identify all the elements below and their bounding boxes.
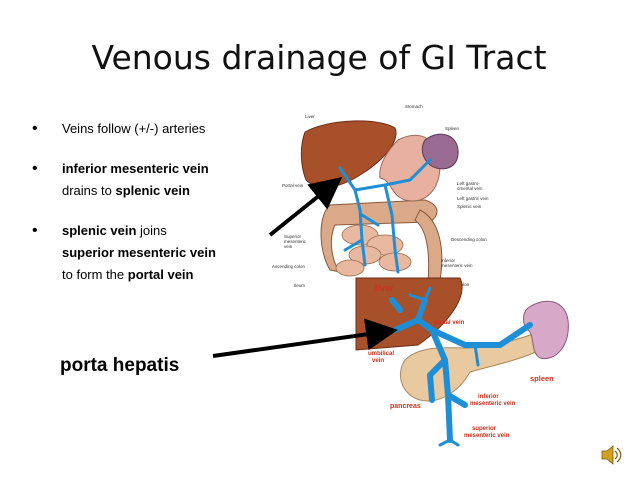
bullet-item: • inferior mesenteric vein drains to splen… <box>32 158 272 202</box>
spleen-bottom-shape <box>523 300 569 360</box>
small-intestine <box>335 224 412 277</box>
label-asc-colon: Ascending colon <box>272 264 306 269</box>
label-desc-colon: Descending colon <box>451 237 487 242</box>
gi-tract-diagram: Liver Stomach Spleen Portal vein Left ga… <box>272 104 489 288</box>
bullet-dot: • <box>32 160 38 177</box>
bullet-line: splenic vein joins <box>62 220 272 242</box>
bullet-bold-text: splenic vein <box>62 223 137 238</box>
bullet-text: to form the <box>62 267 128 282</box>
bullet-line: Veins follow (+/-) arteries <box>62 118 272 140</box>
label-portal-vein: Portal vein <box>282 183 304 188</box>
bullet-line: inferior mesenteric vein <box>62 158 272 180</box>
label-spleen: Spleen <box>445 126 460 131</box>
label-ileum: Ileum <box>294 283 305 288</box>
bullet-bold-text: superior mesenteric vein <box>62 245 216 260</box>
bullet-text: joins <box>136 223 167 238</box>
bullet-dot: • <box>32 120 38 137</box>
bottom-small-veins <box>408 286 480 447</box>
arrow-to-portal-vein <box>268 176 343 237</box>
gi-labels: Liver Stomach Spleen Portal vein Left ga… <box>272 104 489 288</box>
porta-hepatis-callout: porta hepatis <box>60 355 180 376</box>
bullet-line: superior mesenteric vein <box>62 242 272 264</box>
arrow-to-porta-hepatis <box>212 318 398 358</box>
label-portal-vein-bottom: portal vein <box>434 320 465 326</box>
pancreas-shape <box>400 331 546 402</box>
bullet-list: • Veins follow (+/-) arteries • inferior me… <box>32 118 272 304</box>
bullet-item: • splenic vein joins superior mesenteric v… <box>32 220 272 286</box>
portal-system-veins <box>338 158 432 274</box>
label-stomach: Stomach <box>405 104 423 109</box>
slide-title: Venous drainage of GI Tract <box>91 38 547 77</box>
label-liver: Liver <box>305 114 315 119</box>
bullet-bold-text: portal vein <box>127 267 194 282</box>
bottom-veins <box>389 297 533 443</box>
bullet-text: drains to <box>62 183 116 198</box>
bullet-dot: • <box>32 222 38 239</box>
label-spleen-bottom: spleen <box>530 374 554 383</box>
label-pancreas: pancreas <box>390 403 421 410</box>
bullet-bold-text: splenic vein <box>115 183 190 198</box>
bullet-item: • Veins follow (+/-) arteries <box>32 118 272 140</box>
descending-colon-shape <box>414 209 443 283</box>
label-left-gastric: Left gastric vein <box>457 196 489 201</box>
colon-shape <box>320 199 438 273</box>
speaker-icon[interactable] <box>601 445 622 465</box>
label-splenic: Splenic vein <box>457 204 482 209</box>
bullet-line: drains to splenic vein <box>62 180 272 202</box>
liver-shape <box>300 120 397 188</box>
label-liver-bottom: liver <box>375 283 394 293</box>
bullet-line: to form the portal vein <box>62 264 272 286</box>
bullet-bold-text: inferior mesenteric vein <box>62 161 209 176</box>
bullet-text: Veins follow (+/-) arteries <box>62 121 206 136</box>
label-left-gastro: Left gastro-omental vein <box>457 181 483 191</box>
